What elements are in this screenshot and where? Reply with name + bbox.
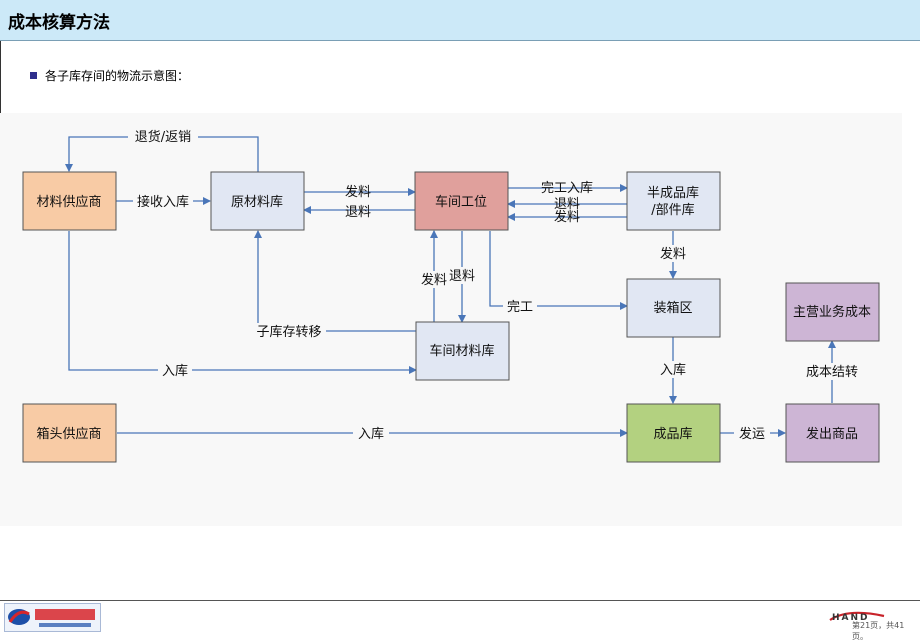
node-box-supplier-box: [22, 403, 117, 463]
diagram-nodes: [22, 171, 880, 463]
label-ship: 发运: [739, 426, 765, 442]
node-semi-line1: 半成品库: [647, 185, 699, 201]
edge-transfer: [254, 230, 416, 332]
edge-in-supplier-store: [68, 231, 417, 374]
bullet-text: 各子库存间的物流示意图：: [45, 69, 190, 83]
node-supplier: 材料供应商: [36, 194, 101, 210]
node-raw: 原材料库: [231, 194, 283, 210]
label-in-3: 入库: [358, 426, 384, 442]
left-rule: [0, 41, 1, 113]
label-in-2: 入库: [660, 362, 686, 378]
label-issue-4: 发料: [421, 272, 447, 288]
label-return-goods: 退货/返销: [135, 129, 191, 145]
company-logo: [4, 603, 101, 632]
node-raw-box: [210, 171, 305, 231]
hand-logo-text: HAND: [832, 613, 870, 623]
page-title: 成本核算方法: [8, 13, 110, 33]
node-packing-box: [626, 278, 721, 338]
page-number: 第21页，共41页。: [852, 621, 905, 641]
logistics-diagram: 退货/返销 接收入库 发料 退料 完工入库 退料 发料 发料 发料 退料 完工 …: [0, 113, 902, 526]
node-semi-line2: /部件库: [651, 202, 694, 218]
label-return-2: 退料: [554, 197, 580, 212]
label-in-1: 入库: [162, 363, 188, 379]
node-finished-box: [626, 403, 721, 463]
node-workshop-box: [414, 171, 509, 231]
title-bar: 成本核算方法: [0, 0, 920, 41]
label-issue-1: 发料: [345, 184, 371, 200]
node-finished: 成品库: [653, 426, 692, 442]
hand-logo: HAND: [828, 606, 886, 632]
label-return-3: 退料: [449, 269, 475, 284]
node-ws-store: 车间材料库: [429, 343, 494, 359]
node-supplier-box: [22, 171, 117, 231]
node-shipped: 发出商品: [806, 426, 858, 442]
node-main-cost: 主营业务成本: [793, 304, 871, 320]
node-shipped-box: [785, 403, 880, 463]
label-complete: 完工: [507, 300, 533, 315]
node-box-supplier: 箱头供应商: [36, 426, 101, 442]
edge-complete: [489, 231, 628, 310]
label-cost-transfer: 成本结转: [806, 365, 858, 380]
label-receive-in: 接收入库: [137, 194, 189, 210]
label-issue-3: 发料: [660, 246, 686, 262]
footer-rule: [0, 600, 920, 601]
label-issue-2: 发料: [554, 209, 580, 225]
label-return-1: 退料: [345, 205, 371, 220]
label-complete-in: 完工入库: [541, 180, 593, 196]
node-packing: 装箱区: [653, 300, 692, 316]
node-ws-store-box: [415, 321, 510, 381]
label-transfer: 子库存转移: [256, 324, 321, 340]
node-workshop: 车间工位: [435, 194, 487, 210]
node-main-cost-box: [785, 282, 880, 342]
bullet-square-icon: [30, 72, 37, 79]
bullet-item: 各子库存间的物流示意图：: [30, 67, 189, 84]
node-semi-box: [626, 171, 721, 231]
